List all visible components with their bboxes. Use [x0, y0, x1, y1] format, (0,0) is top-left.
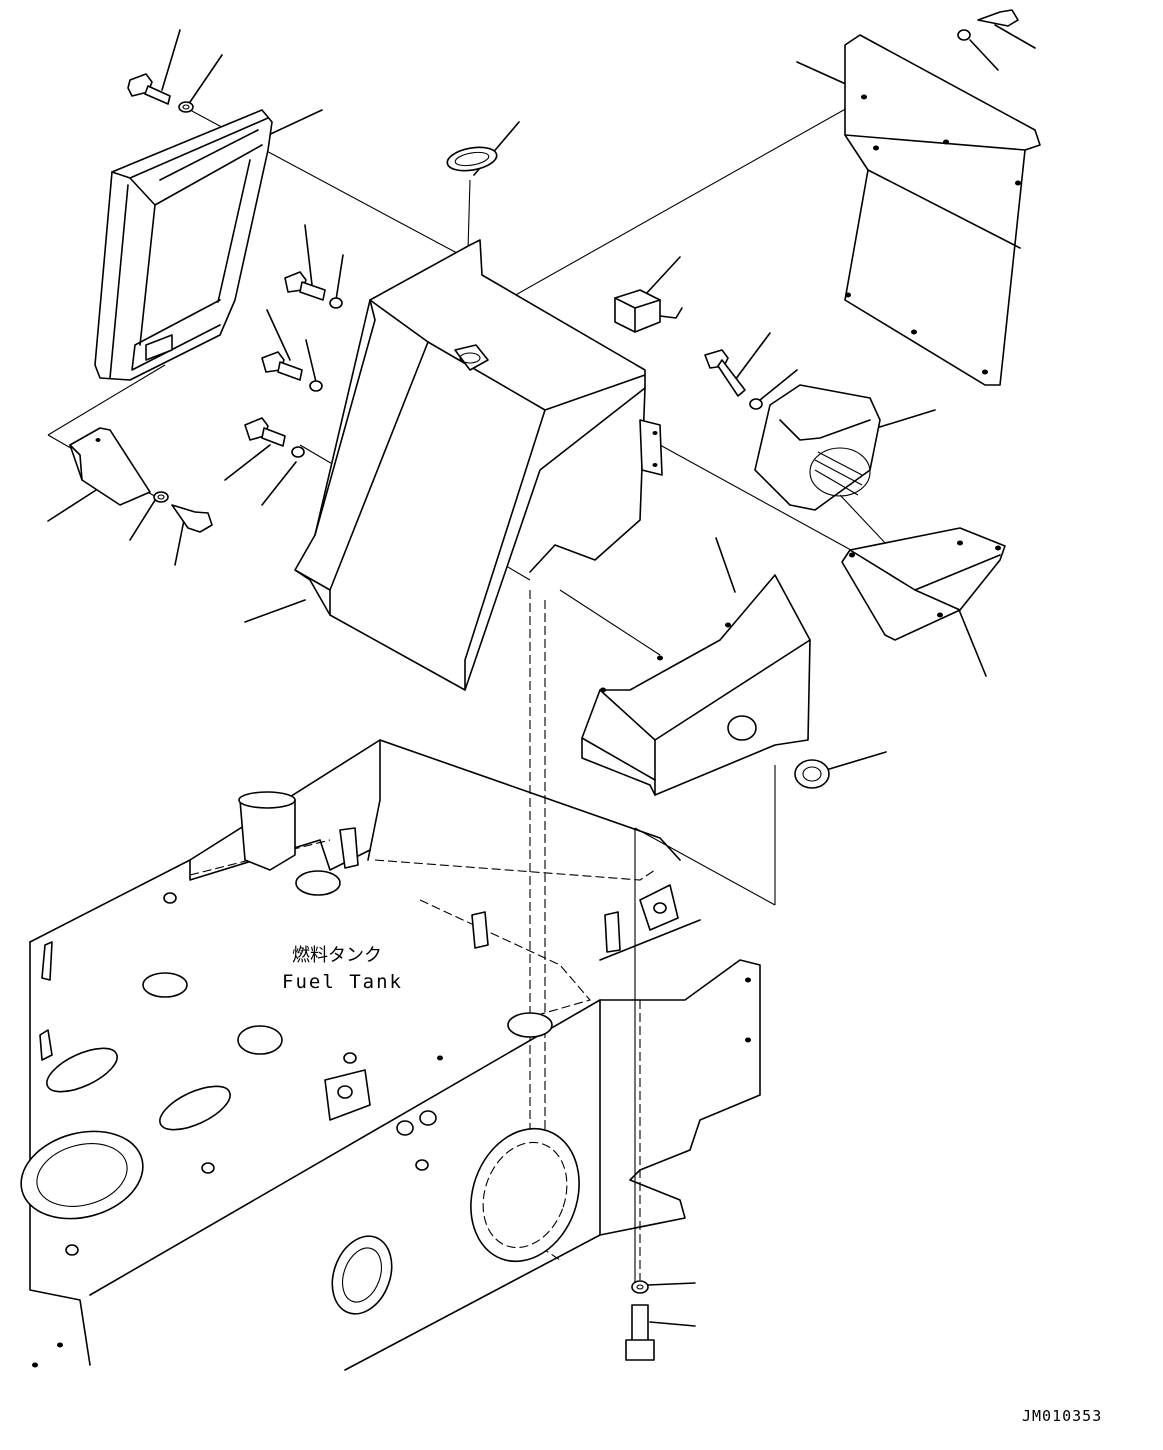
fuel-tank-label-jp: 燃料タンク [292, 945, 382, 966]
bolt-set-upper-left [127, 73, 194, 113]
central-housing [294, 239, 663, 691]
bolt-set-bottom [625, 1280, 655, 1361]
bolt-set-housing [244, 271, 343, 458]
grommet-top [446, 146, 498, 172]
relay-block [614, 289, 683, 333]
fuel-tank-label-en: Fuel Tank [282, 971, 403, 993]
side-bracket-frame [94, 109, 273, 381]
cover-panel-right [844, 9, 1041, 386]
lower-bracket-right [841, 527, 1006, 641]
drawing-code-label: JM010353 [1022, 1407, 1102, 1425]
small-bracket-left [69, 427, 213, 533]
controller-unit [704, 349, 881, 511]
lower-cover [581, 574, 830, 796]
fuel-tank-frame [20, 590, 761, 1371]
